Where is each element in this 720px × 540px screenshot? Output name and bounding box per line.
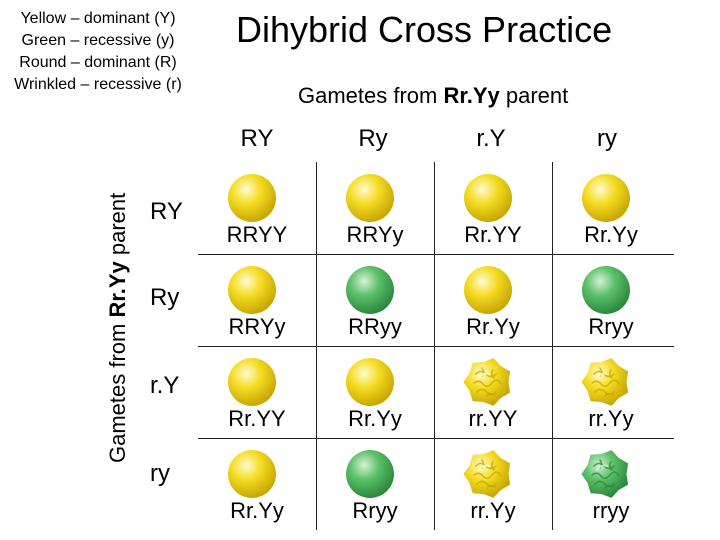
punnett-cell: RRYY bbox=[198, 162, 316, 254]
punnett-cell: Rryy bbox=[552, 254, 670, 346]
punnett-cell: RRyy bbox=[316, 254, 434, 346]
cell-genotype: RRyy bbox=[348, 314, 402, 339]
cell-genotype: RRYy bbox=[346, 222, 404, 247]
row-header-3: r.Y bbox=[150, 372, 180, 399]
top-label-prefix: Gametes from bbox=[298, 83, 444, 108]
column-header-2: Ry bbox=[358, 125, 388, 152]
column-header-4: ry bbox=[597, 125, 617, 152]
side-label-suffix: parent bbox=[105, 192, 130, 262]
cell-genotype: Rr.Yy bbox=[230, 498, 284, 523]
cell-genotype: Rr.Yy bbox=[348, 406, 402, 431]
wrinkled-pea-icon bbox=[462, 356, 514, 408]
round-pea-icon bbox=[226, 172, 278, 224]
round-pea-icon bbox=[580, 264, 632, 316]
trait-legend: Yellow – dominant (Y) Green – recessive … bbox=[0, 8, 196, 96]
round-pea-icon bbox=[344, 172, 396, 224]
round-pea-icon bbox=[580, 172, 632, 224]
round-pea-icon bbox=[226, 264, 278, 316]
side-label-genotype: Rr.Yy bbox=[105, 261, 130, 318]
punnett-cell: rr.Yy bbox=[552, 346, 670, 438]
round-pea-icon bbox=[226, 448, 278, 500]
cell-genotype: Rr.YY bbox=[464, 222, 522, 247]
punnett-cell: rr.Yy bbox=[434, 438, 552, 530]
legend-yellow: Yellow – dominant (Y) bbox=[20, 10, 176, 27]
row-header-1: RY bbox=[150, 198, 183, 225]
cell-genotype: Rr.YY bbox=[228, 406, 286, 431]
row-header-2: Ry bbox=[150, 284, 180, 311]
wrinkled-pea-icon bbox=[580, 356, 632, 408]
cell-genotype: RRYy bbox=[228, 314, 286, 339]
side-gametes-label: Gametes from Rr.Yy parent bbox=[104, 173, 132, 463]
round-pea-icon bbox=[344, 264, 396, 316]
row-header-4: ry bbox=[150, 460, 170, 487]
legend-wrinkled: Wrinkled – recessive (r) bbox=[14, 76, 182, 93]
legend-green: Green – recessive (y) bbox=[21, 32, 175, 49]
grid-line bbox=[198, 254, 674, 255]
punnett-cell: Rr.Yy bbox=[198, 438, 316, 530]
cell-genotype: rr.YY bbox=[468, 406, 518, 431]
cell-genotype: rr.Yy bbox=[470, 498, 516, 523]
grid-line bbox=[198, 438, 674, 439]
cell-genotype: Rryy bbox=[588, 314, 634, 339]
top-gametes-label: Gametes from Rr.Yy parent bbox=[298, 82, 568, 110]
punnett-cell: rr.YY bbox=[434, 346, 552, 438]
round-pea-icon bbox=[226, 356, 278, 408]
grid-line bbox=[198, 346, 674, 347]
punnett-cell: RRYy bbox=[316, 162, 434, 254]
punnett-cell: Rr.Yy bbox=[316, 346, 434, 438]
punnett-cell: Rryy bbox=[316, 438, 434, 530]
cell-genotype: RRYY bbox=[226, 222, 288, 247]
punnett-cell: Rr.Yy bbox=[434, 254, 552, 346]
side-label-prefix: Gametes from bbox=[105, 317, 130, 463]
punnett-cell: Rr.YY bbox=[198, 346, 316, 438]
wrinkled-pea-icon bbox=[580, 448, 632, 500]
round-pea-icon bbox=[344, 448, 396, 500]
punnett-cell: rryy bbox=[552, 438, 670, 530]
punnett-cell: RRYy bbox=[198, 254, 316, 346]
cell-genotype: Rr.Yy bbox=[466, 314, 520, 339]
wrinkled-pea-icon bbox=[462, 448, 514, 500]
cell-genotype: Rryy bbox=[352, 498, 398, 523]
cell-genotype: Rr.Yy bbox=[584, 222, 638, 247]
column-header-3: r.Y bbox=[476, 125, 506, 152]
top-label-suffix: parent bbox=[499, 83, 569, 108]
round-pea-icon bbox=[462, 172, 514, 224]
cell-genotype: rryy bbox=[592, 498, 630, 523]
page-title: Dihybrid Cross Practice bbox=[236, 9, 613, 50]
top-label-genotype: Rr.Yy bbox=[443, 83, 500, 108]
legend-round: Round – dominant (R) bbox=[19, 54, 177, 71]
round-pea-icon bbox=[344, 356, 396, 408]
cell-genotype: rr.Yy bbox=[588, 406, 634, 431]
punnett-cell: Rr.Yy bbox=[552, 162, 670, 254]
column-header-1: RY bbox=[240, 125, 274, 152]
round-pea-icon bbox=[462, 264, 514, 316]
punnett-cell: Rr.YY bbox=[434, 162, 552, 254]
